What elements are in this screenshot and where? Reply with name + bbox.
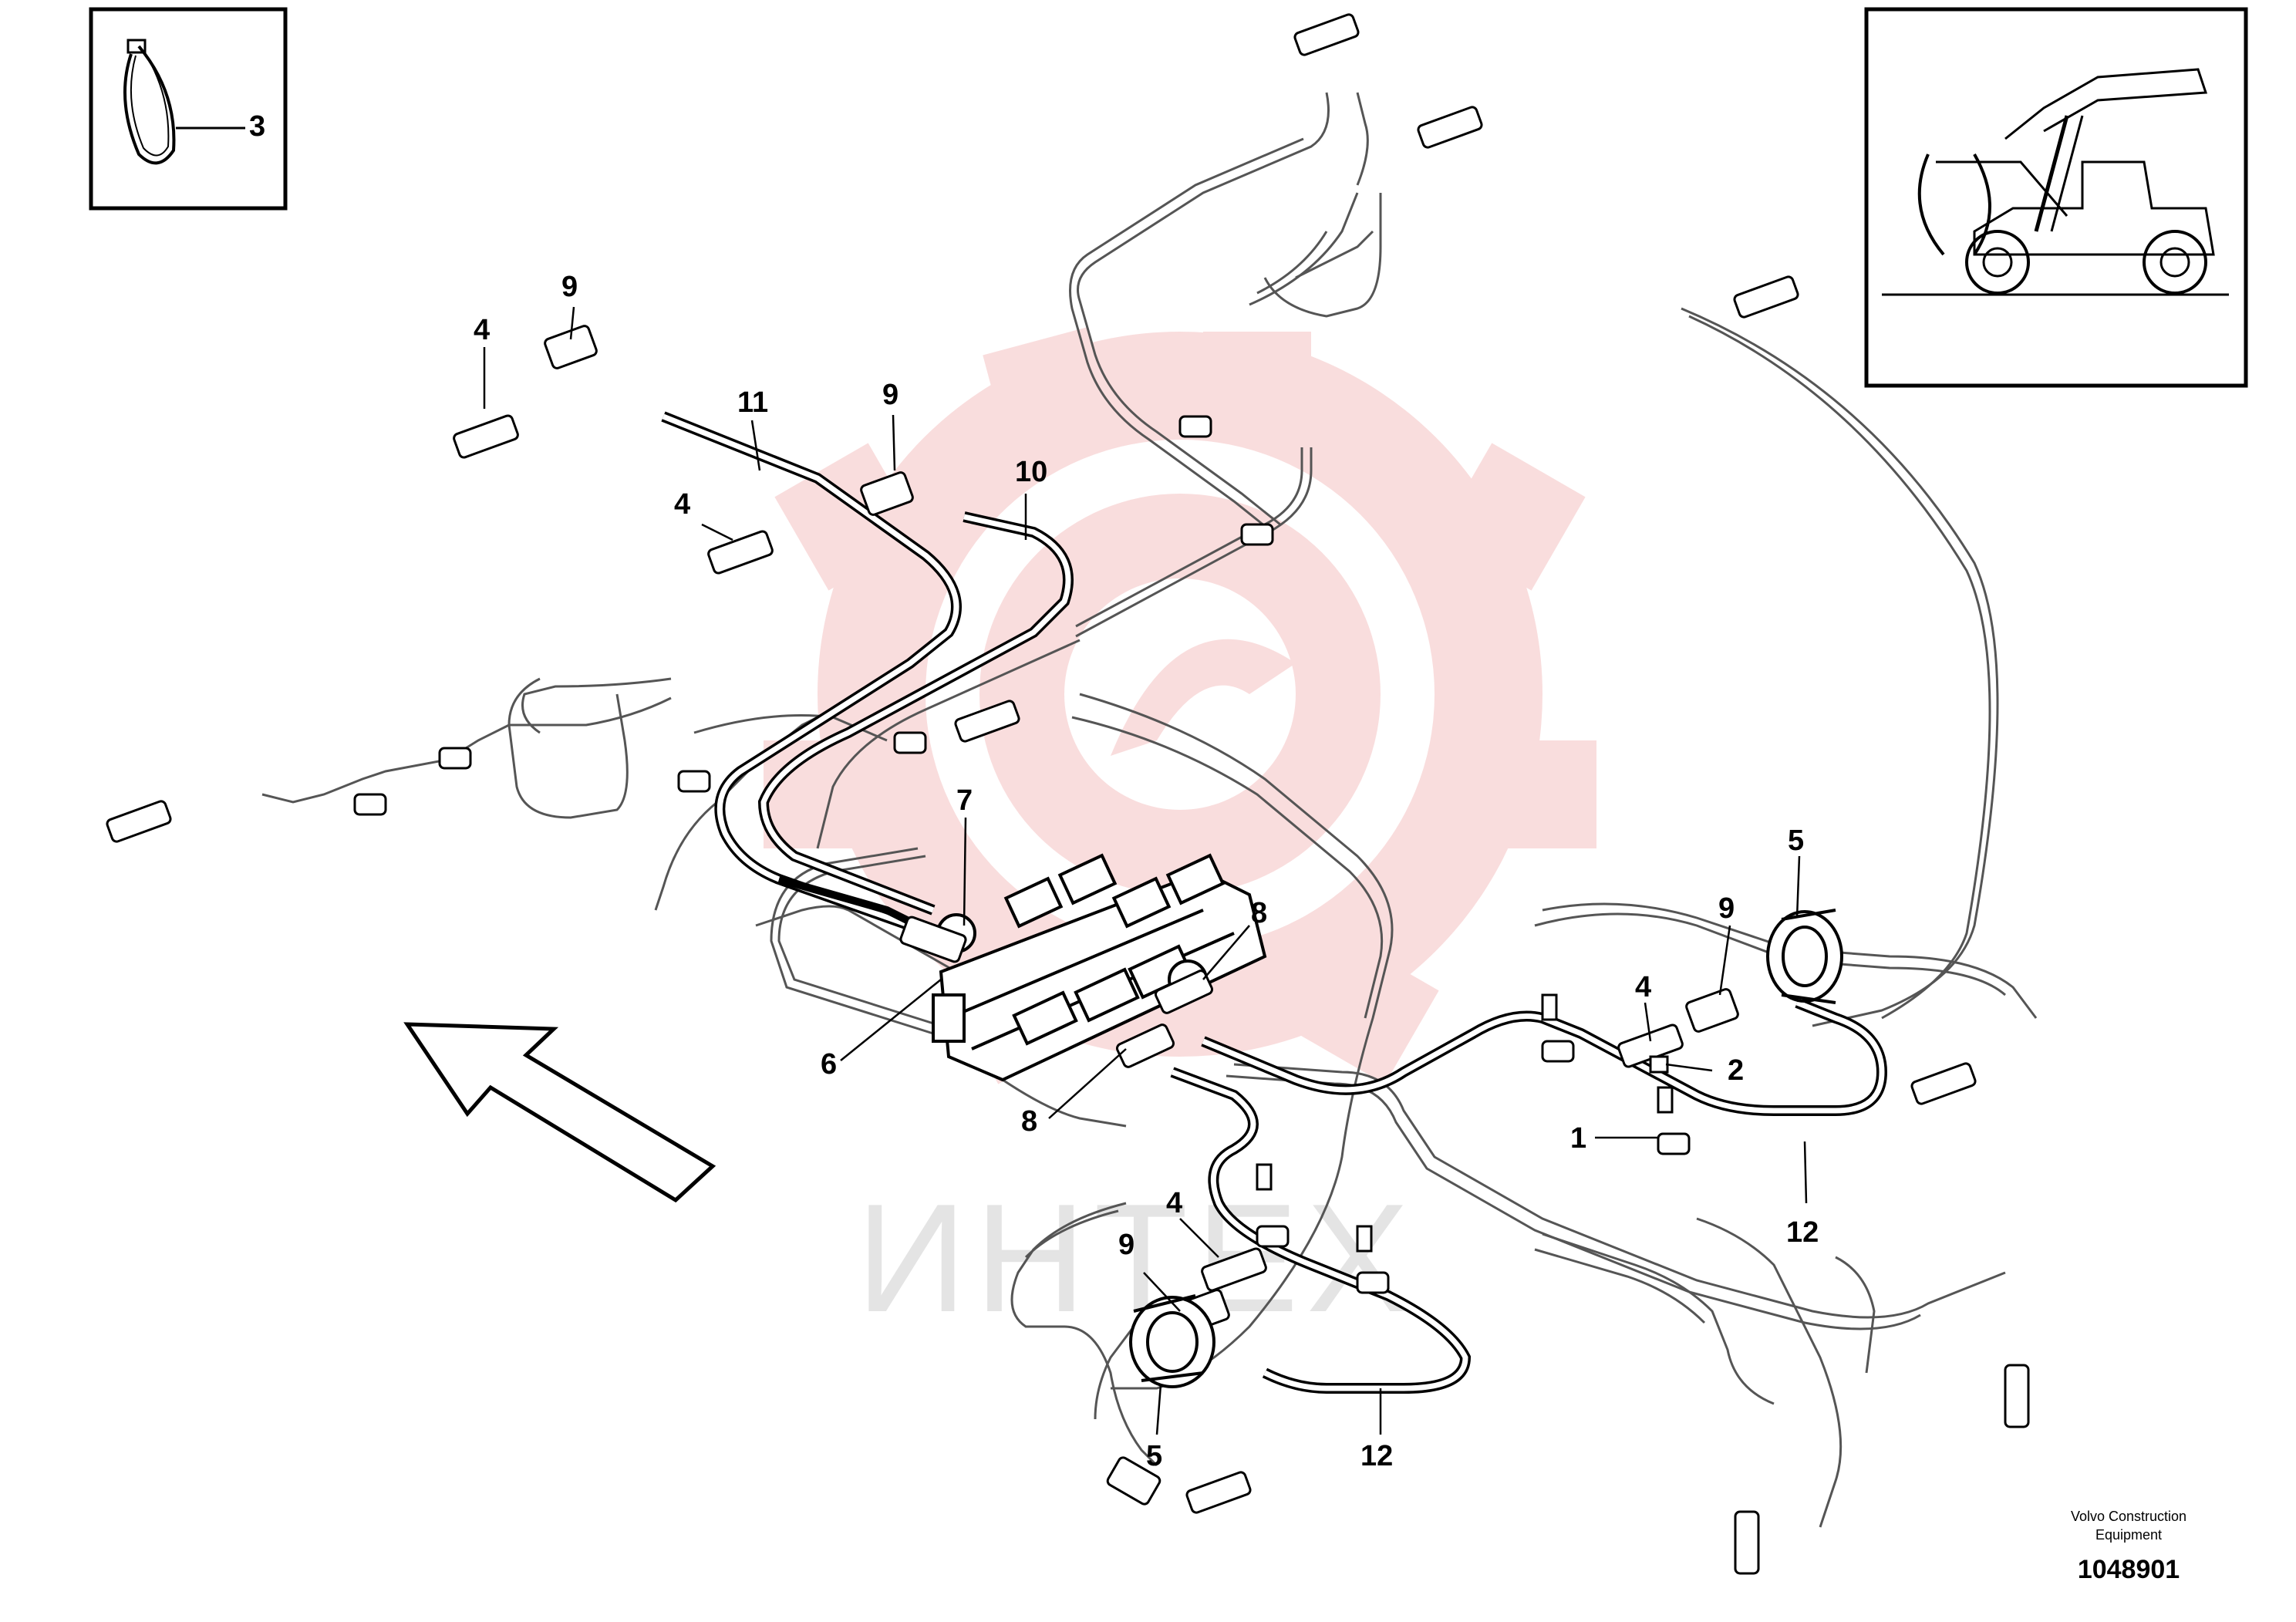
callout-9: 9 [882,379,899,411]
clamp-1 [1541,1040,1575,1063]
callout-4: 4 [674,488,690,521]
credit-block: Volvo Construction Equipment 1048901 [2071,1509,2186,1584]
clamp-1b [1657,1132,1691,1155]
callout-8: 8 [1251,897,1267,929]
thin-hose-network [261,92,2038,1528]
callout-10: 10 [1015,456,1047,488]
adapter-fitting-4d [1201,1247,1267,1292]
callout-9: 9 [1118,1229,1135,1261]
callout-4: 4 [1635,971,1651,1003]
callout-11: 11 [737,386,768,419]
callout-3: 3 [249,110,265,143]
elbow-fitting-9a [544,325,598,369]
machine-inset [1864,7,2248,388]
callout-4: 4 [474,314,490,346]
callout-6: 6 [821,1048,837,1081]
elbow-fitting-9c [1685,988,1739,1033]
drawing-number: 1048901 [2078,1555,2180,1584]
callout-7: 7 [956,784,973,817]
callout-4: 4 [1166,1187,1182,1219]
elbow-fitting-9b [860,471,914,516]
cable-tie-inset [89,7,288,211]
callout-8: 8 [1021,1105,1037,1138]
thick-hoses [661,411,1888,1394]
fitting-8b [1115,1023,1175,1068]
clamps-and-screws [353,415,1691,1294]
callout-2: 2 [1728,1054,1744,1087]
protective-sleeves [1129,909,1843,1388]
callout-12: 12 [1360,1440,1393,1472]
screw-2 [1649,1055,1669,1074]
callout-5: 5 [1146,1440,1162,1472]
callout-labels: 3 9 4 11 9 4 10 7 8 6 8 5 9 4 2 1 12 4 9… [249,110,1819,1472]
callout-9: 9 [1718,892,1735,925]
direction-arrow [403,1022,716,1203]
company-name-line1: Volvo Construction [2071,1509,2186,1524]
callout-9: 9 [561,271,578,303]
fitting-8a [1154,969,1214,1014]
adapter-fitting-4a [453,414,519,459]
fitting-6 [899,916,967,963]
callout-1: 1 [1570,1122,1586,1155]
watermark-text: ИНТЕХ [856,1172,1417,1344]
company-name-line2: Equipment [2095,1527,2162,1543]
leader-lines [483,306,1808,1435]
callout-5: 5 [1788,824,1804,857]
adapter-fitting-4b [707,530,774,575]
callout-12: 12 [1786,1216,1819,1249]
